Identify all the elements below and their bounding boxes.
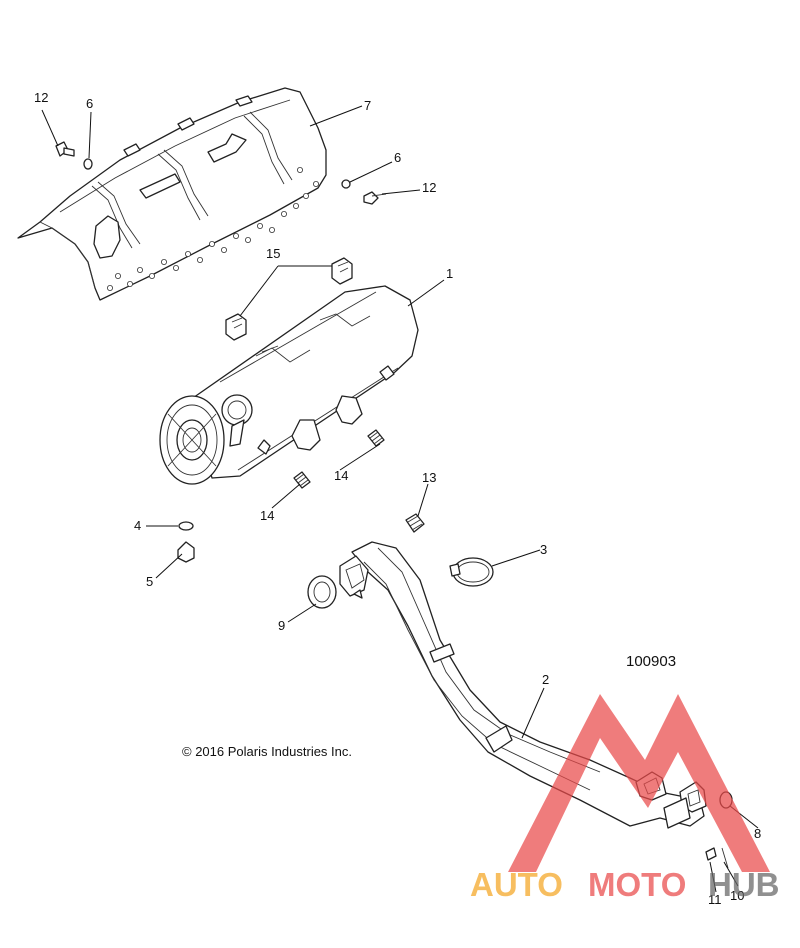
callout-6: 6 [86, 96, 93, 111]
watermark-word-moto: MOTO [588, 866, 686, 903]
callout-2: 2 [542, 672, 549, 687]
callout-8: 8 [754, 826, 761, 841]
callout-3: 3 [540, 542, 547, 557]
callout-14: 14 [260, 508, 274, 523]
heat-shield [17, 87, 327, 301]
watermark-word-auto: AUTO [470, 866, 563, 903]
isolator-grommets [225, 257, 353, 341]
callout-1: 1 [446, 266, 453, 281]
callout-labels: 12 6 7 6 12 15 1 14 13 14 4 3 5 9 2 8 11… [34, 90, 761, 907]
copyright-notice: © 2016 Polaris Industries Inc. [182, 744, 352, 759]
callout-10: 10 [730, 888, 744, 903]
callout-11: 11 [708, 892, 722, 907]
callout-7: 7 [364, 98, 371, 113]
leader-lines [41, 105, 759, 893]
watermark-triangle-icon [508, 694, 770, 872]
callout-9: 9 [278, 618, 285, 633]
watermark-logo: AUTO MOTO HUB [470, 694, 780, 903]
callout-12: 12 [34, 90, 48, 105]
callout-4: 4 [134, 518, 141, 533]
callout-15: 15 [266, 246, 280, 261]
muffler [159, 285, 419, 485]
document-number: 100903 [626, 653, 676, 670]
callout-13: 13 [422, 470, 436, 485]
callout-5: 5 [146, 574, 153, 589]
callout-12: 12 [422, 180, 436, 195]
header-pipe [339, 541, 707, 829]
callout-6: 6 [394, 150, 401, 165]
hardware [55, 141, 733, 869]
heat-shield-vent-holes [107, 166, 319, 291]
watermark-word-hub: HUB [708, 866, 780, 903]
callout-14: 14 [334, 468, 348, 483]
